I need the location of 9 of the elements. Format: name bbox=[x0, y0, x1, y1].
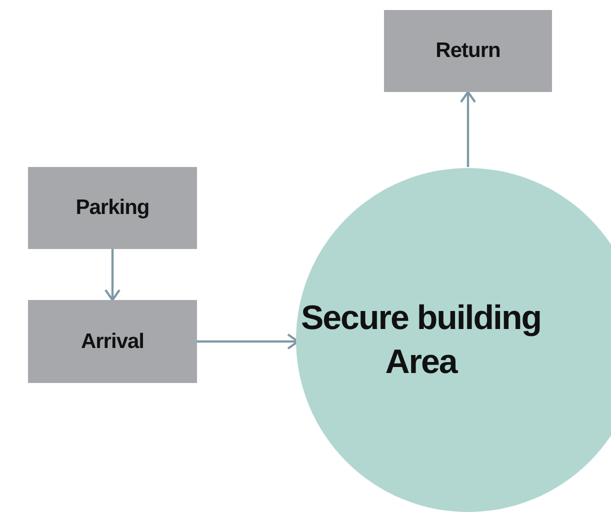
process-box bbox=[384, 10, 552, 92]
node-label: Return bbox=[436, 39, 500, 63]
process-box bbox=[28, 300, 197, 383]
process-box bbox=[28, 167, 197, 249]
node-label: Secure building Area bbox=[300, 298, 542, 383]
arrow bbox=[104, 249, 121, 302]
arrow bbox=[460, 90, 476, 167]
node-label: Parking bbox=[76, 196, 150, 220]
node-label: Arrival bbox=[80, 330, 144, 354]
